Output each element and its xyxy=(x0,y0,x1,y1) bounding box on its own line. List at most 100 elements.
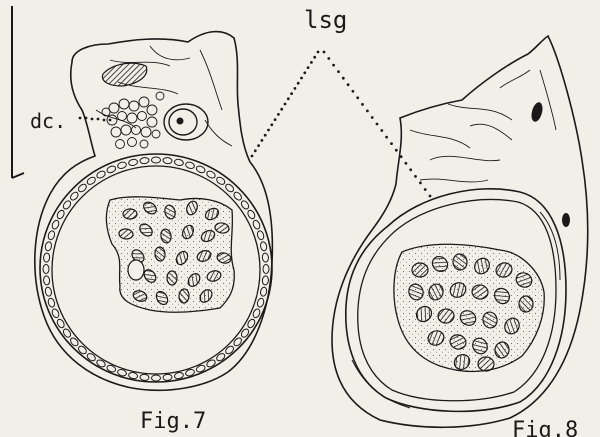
pointer-dot xyxy=(310,61,313,64)
wall-bead xyxy=(86,176,97,186)
pointer-dot xyxy=(254,149,257,152)
pointer-dot xyxy=(361,103,364,106)
wall-bead xyxy=(69,191,79,202)
wall-bead xyxy=(256,297,264,307)
wall-bead xyxy=(47,230,55,240)
lsg-pointer xyxy=(251,51,432,198)
wall-bead xyxy=(140,157,150,164)
granule xyxy=(478,357,494,372)
pointer-dot xyxy=(356,96,359,99)
pointer-dot xyxy=(303,71,306,74)
wall-bead xyxy=(152,375,161,381)
wall-bead xyxy=(256,230,264,240)
wall-bead xyxy=(152,157,161,163)
granule xyxy=(123,209,137,219)
wall-bead xyxy=(51,219,60,230)
pointer-dot xyxy=(317,51,320,54)
wall-bead xyxy=(62,199,72,210)
pointer-dot xyxy=(366,110,369,113)
wall-bead xyxy=(43,253,50,263)
fig7-nucleus xyxy=(164,104,208,140)
vacuole xyxy=(128,260,144,280)
wall-bead xyxy=(163,374,173,381)
label-fig7: Fig.7 xyxy=(140,409,206,434)
pointer-dot xyxy=(342,77,345,80)
pointer-dot xyxy=(251,155,254,158)
pointer-dot xyxy=(429,195,432,198)
pointer-dot xyxy=(284,103,287,106)
pointer-dot xyxy=(385,136,388,139)
pointer-dot xyxy=(261,139,264,142)
pointer-dot xyxy=(332,64,335,67)
granule xyxy=(179,289,190,304)
wall-bead xyxy=(140,374,150,381)
label-dc: dc. xyxy=(30,109,66,133)
pointer-dot xyxy=(337,70,340,73)
pointer-dot xyxy=(405,162,408,165)
wall-bead xyxy=(232,191,242,202)
granule xyxy=(167,271,177,285)
granule xyxy=(519,296,533,312)
wall-bead xyxy=(45,287,53,297)
wall-bead xyxy=(263,265,269,274)
pointer-dot xyxy=(294,87,297,90)
pointer-dot xyxy=(267,129,270,132)
pointer-dot xyxy=(270,123,273,126)
pointer-dot xyxy=(277,113,280,116)
pointer-dot xyxy=(313,56,316,59)
pointer-dot xyxy=(280,108,283,111)
wall-bead xyxy=(96,170,107,180)
pointer-dot xyxy=(371,116,374,119)
wall-bead xyxy=(240,199,250,210)
wall-bead xyxy=(174,159,184,167)
wall-bead xyxy=(206,170,217,180)
wall-bead xyxy=(246,209,256,220)
wall-bead xyxy=(43,265,49,274)
wall-bead xyxy=(262,253,269,263)
pointer-dot xyxy=(395,149,398,152)
pointer-dot xyxy=(376,123,379,126)
wall-bead xyxy=(252,308,261,319)
pointer-dot xyxy=(264,134,267,137)
wall-bead xyxy=(106,165,117,174)
pointer-dot xyxy=(409,168,412,171)
wall-bead xyxy=(224,183,235,193)
wall-bead xyxy=(56,209,66,220)
wall-bead xyxy=(77,183,88,193)
wall-bead xyxy=(117,161,127,169)
wall-bead xyxy=(260,241,268,251)
wall-bead xyxy=(43,276,50,286)
label-fig8: Fig.8 xyxy=(512,418,578,437)
scale-bar xyxy=(12,6,24,178)
wall-bead xyxy=(45,241,53,251)
pointer-dot xyxy=(300,77,303,80)
pointer-dot xyxy=(323,51,326,54)
granule xyxy=(412,263,428,277)
wall-bead xyxy=(262,276,269,286)
pointer-dot xyxy=(290,92,293,95)
fig7-cap-mark xyxy=(102,63,146,86)
pointer-dot xyxy=(257,144,260,147)
wall-bead xyxy=(128,159,138,167)
pointer-dot xyxy=(419,182,422,185)
dc-pointer xyxy=(79,117,112,122)
fig8-drawing xyxy=(332,36,588,427)
wall-bead xyxy=(163,157,173,164)
fig7-drawing xyxy=(35,32,273,391)
pointer-dot xyxy=(424,188,427,191)
wall-bead xyxy=(47,297,55,307)
pointer-dot xyxy=(352,90,355,93)
wall-bead xyxy=(51,308,60,319)
wall-bead xyxy=(195,165,206,174)
wall-bead xyxy=(185,161,195,169)
pointer-dot xyxy=(347,83,350,86)
pointer-dot xyxy=(274,118,277,121)
pointer-dot xyxy=(287,97,290,100)
pointer-dot xyxy=(327,57,330,60)
wall-bead xyxy=(252,219,261,230)
pointer-dot xyxy=(380,129,383,132)
wall-bead xyxy=(215,176,226,186)
pointer-dot xyxy=(307,66,310,69)
